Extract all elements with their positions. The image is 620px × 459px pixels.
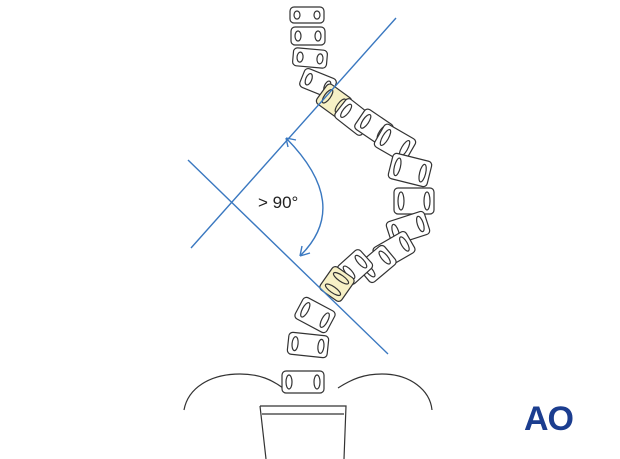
vertebra bbox=[290, 26, 326, 46]
pelvis-iliac-crests bbox=[183, 373, 433, 411]
pedicle-oval bbox=[397, 191, 405, 211]
vertebral-body bbox=[286, 331, 330, 359]
pedicle-oval bbox=[291, 336, 299, 352]
pedicle-oval bbox=[304, 72, 313, 86]
pedicle-oval bbox=[314, 30, 322, 42]
vertebra bbox=[289, 6, 325, 24]
pedicle-oval bbox=[399, 236, 410, 252]
spine bbox=[281, 6, 435, 394]
pelvis bbox=[183, 373, 433, 459]
sacrum bbox=[259, 405, 347, 459]
pedicle-oval bbox=[415, 215, 425, 233]
angle-arrow-top bbox=[285, 137, 297, 148]
pedicle-oval bbox=[293, 10, 301, 20]
vertebra bbox=[286, 331, 330, 359]
upper-endplate-line bbox=[190, 17, 397, 249]
pedicle-oval bbox=[354, 254, 368, 269]
end-vertebra bbox=[319, 266, 355, 302]
vertebral-body bbox=[289, 6, 325, 24]
pedicle-oval bbox=[418, 163, 427, 183]
pedicle-oval bbox=[359, 113, 372, 129]
lower-endplate-line bbox=[187, 159, 389, 355]
angle-arc bbox=[285, 137, 324, 257]
pedicle-oval bbox=[340, 103, 353, 119]
vertebral-body bbox=[319, 266, 355, 302]
pedicle-oval bbox=[324, 283, 342, 297]
pedicle-oval bbox=[316, 53, 324, 65]
pedicle-oval bbox=[332, 271, 350, 285]
ao-logo: AO bbox=[524, 400, 574, 438]
pedicle-oval bbox=[379, 128, 392, 147]
pedicle-oval bbox=[378, 250, 391, 265]
vertebral-body bbox=[292, 47, 328, 69]
pedicle-oval bbox=[294, 30, 302, 42]
angle-arrow-bottom bbox=[299, 245, 311, 257]
vertebral-body bbox=[290, 26, 326, 46]
pedicle-oval bbox=[300, 302, 311, 318]
pedicle-oval bbox=[393, 157, 402, 177]
pedicle-oval bbox=[285, 374, 293, 390]
pedicle-oval bbox=[317, 338, 325, 354]
vertebral-body bbox=[294, 296, 336, 334]
angle-label: > 90° bbox=[258, 193, 298, 212]
vertebral-body bbox=[387, 152, 433, 188]
pedicle-oval bbox=[313, 10, 321, 20]
cobb-lines bbox=[187, 17, 397, 355]
vertebra bbox=[387, 152, 433, 188]
vertebra bbox=[292, 47, 328, 69]
pedicle-oval bbox=[296, 51, 304, 63]
vertebral-body bbox=[281, 370, 325, 394]
pedicle-oval bbox=[423, 191, 431, 211]
vertebra bbox=[281, 370, 325, 394]
pedicle-oval bbox=[313, 374, 321, 390]
vertebra bbox=[294, 296, 336, 334]
vertebra bbox=[393, 187, 435, 215]
